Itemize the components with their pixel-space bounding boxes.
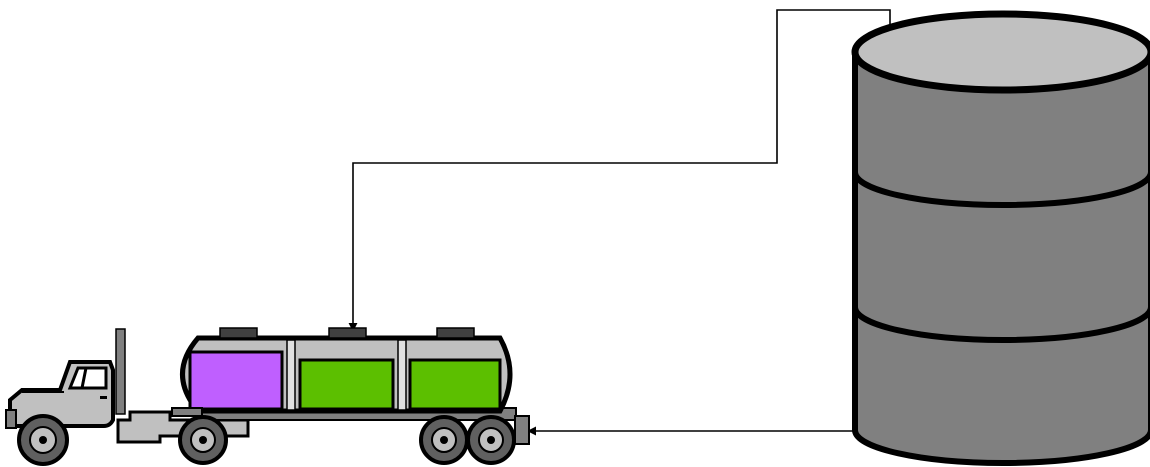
storage-tank-body [855,52,1150,463]
cab-door-handle [100,396,107,399]
hatch-rear [437,328,474,338]
compartment-front [190,352,282,409]
front-bumper [6,410,16,428]
compartment-divider-2 [398,340,406,410]
wheel-front [19,416,67,464]
storage-tank-top [855,14,1150,90]
exhaust-stack [116,329,125,414]
flow-line-tank-top-to-truck [353,10,890,331]
compartment-middle [300,360,393,409]
wheel-drive [180,417,226,463]
fifth-wheel [172,408,202,416]
rear-bumper [515,416,529,444]
hatch-front [220,328,257,338]
compartment-rear [410,360,500,409]
tanker-truck [6,328,529,464]
storage-tank [855,14,1150,463]
hatch-middle [329,328,366,338]
cab-window [70,368,106,388]
compartment-divider-1 [287,340,295,410]
wheel-trailer-front [421,417,467,463]
wheel-trailer-rear [468,417,514,463]
